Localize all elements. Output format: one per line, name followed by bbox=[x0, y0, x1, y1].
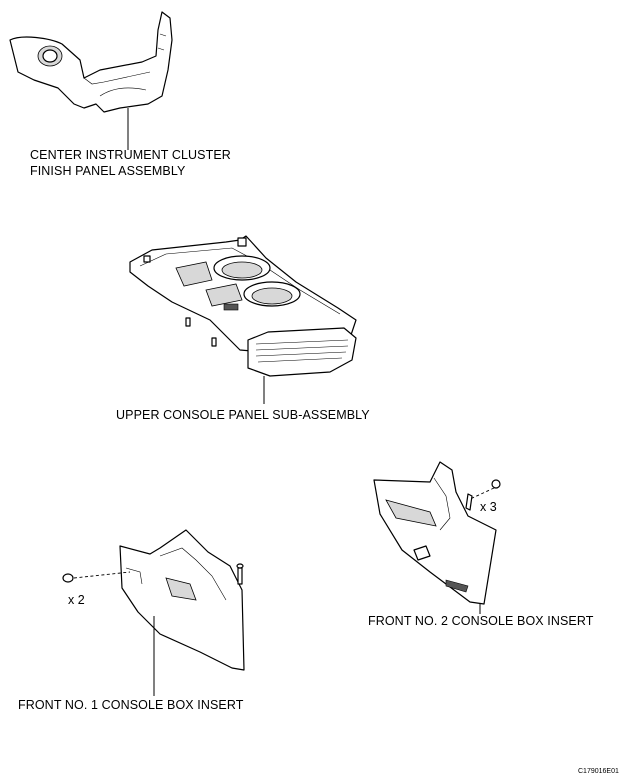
figure-code: C179016E01 bbox=[578, 768, 619, 775]
upper-console-panel bbox=[129, 235, 357, 404]
no1-clip-quantity: x 2 bbox=[68, 593, 85, 607]
center-cluster-label-line1: CENTER INSTRUMENT CLUSTER bbox=[30, 148, 231, 162]
front-no2-label: FRONT NO. 2 CONSOLE BOX INSERT bbox=[368, 614, 594, 628]
front-no1-label: FRONT NO. 1 CONSOLE BOX INSERT bbox=[18, 698, 244, 712]
center-cluster-label-line2: FINISH PANEL ASSEMBLY bbox=[30, 164, 186, 178]
front-no1-console-box-insert bbox=[62, 529, 245, 696]
no2-clip-quantity: x 3 bbox=[480, 500, 497, 514]
front-no2-console-box-insert bbox=[373, 461, 501, 614]
center-instrument-cluster-finish-panel bbox=[9, 11, 173, 150]
upper-console-label: UPPER CONSOLE PANEL SUB-ASSEMBLY bbox=[116, 408, 370, 422]
